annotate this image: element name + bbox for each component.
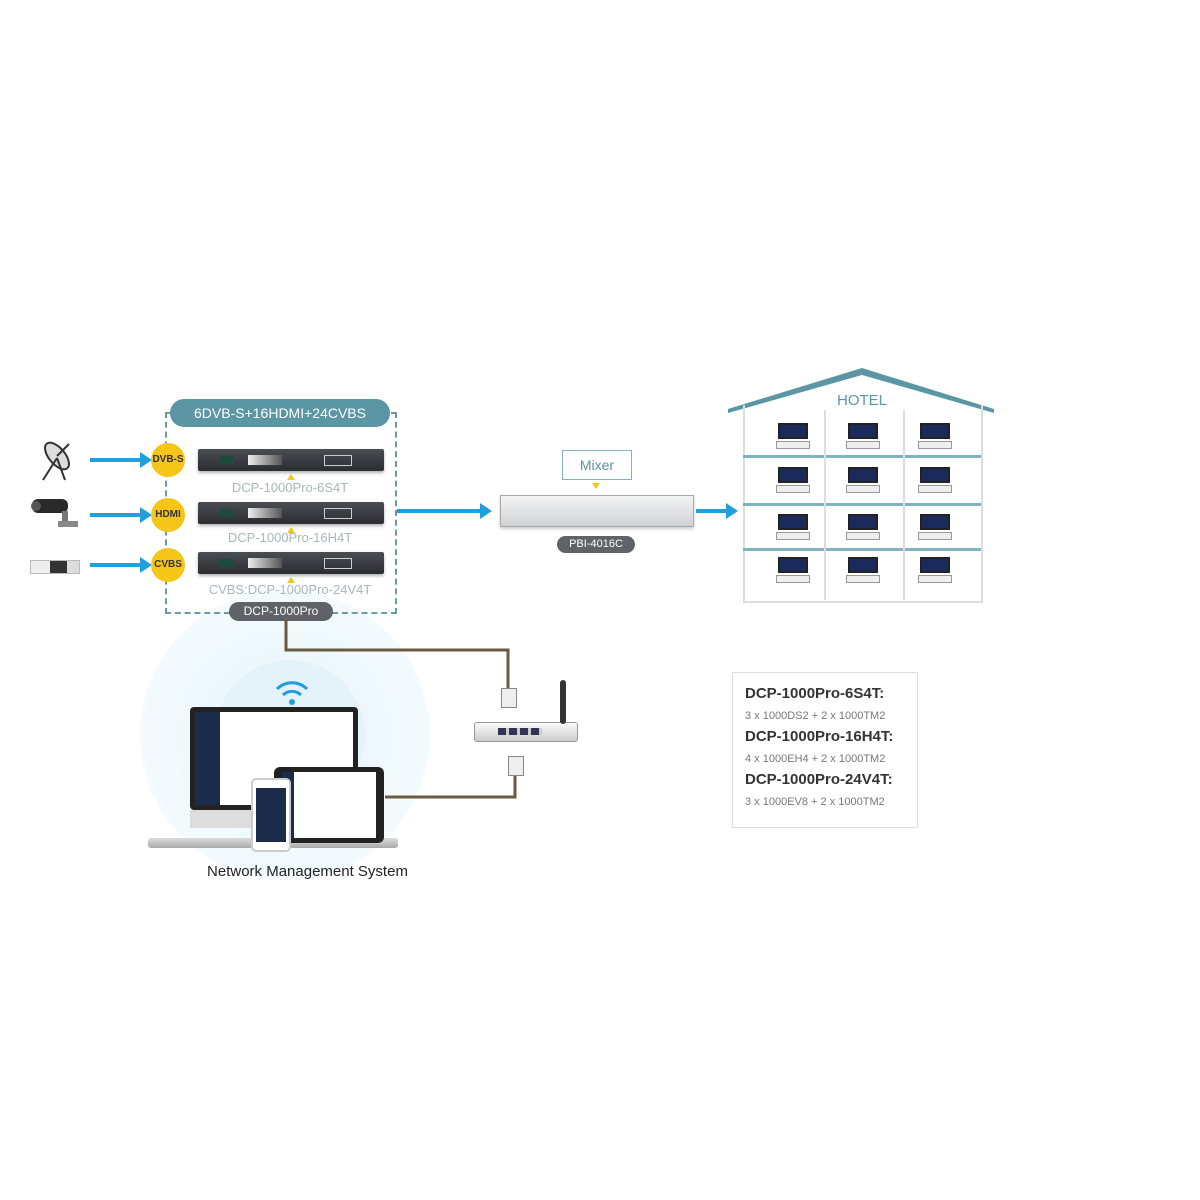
platform-pill: DCP-1000Pro [229,602,333,621]
receiver-box-icon [30,560,80,574]
badge-cvbs: CVBS [151,548,185,582]
hotel-floor-divider [743,503,981,506]
encoder-unit [198,502,384,524]
router-antenna [560,680,566,724]
tv-icon [846,467,880,495]
network-plug-icon [501,688,517,708]
tv-icon [776,467,810,495]
nms-label: Network Management System [207,863,408,880]
indicator-icon [287,527,295,533]
spec-config: 4 x 1000EH4 + 2 x 1000TM2 [745,753,886,765]
tv-icon [918,557,952,585]
tv-icon [776,557,810,585]
device-label: DCP-1000Pro-6S4T [231,480,349,495]
encoder-unit [198,552,384,574]
hotel-floor-divider [743,455,981,458]
tv-icon [918,423,952,451]
spec-config: 3 x 1000EV8 + 2 x 1000TM2 [745,796,885,808]
badge-dvbs: DVB-S [151,443,185,477]
hotel-floor-divider [743,548,981,551]
tv-icon [918,467,952,495]
device-label: CVBS:DCP-1000Pro-24V4T [208,582,372,597]
encoder-unit [198,449,384,471]
spec-box: DCP-1000Pro-6S4T: 3 x 1000DS2 + 2 x 1000… [732,672,918,828]
router-ports [498,728,542,735]
input-arrow [90,452,152,468]
satellite-dish-icon [42,441,70,481]
hotel-room-divider [824,410,826,600]
spec-model: DCP-1000Pro-24V4T: [745,771,893,788]
tablet [274,767,384,843]
tv-icon [846,514,880,542]
hotel-label: HOTEL [836,392,887,409]
tv-icon [846,423,880,451]
mixer-device-pill: PBI-4016C [557,536,635,553]
tv-icon [776,423,810,451]
spec-model: DCP-1000Pro-6S4T: [745,685,885,702]
indicator-icon [287,577,295,583]
tv-icon [846,557,880,585]
indicator-icon [287,474,295,480]
mixer-box: Mixer [562,450,632,480]
input-arrow [90,557,152,573]
output-arrow [696,503,738,519]
tv-icon [776,514,810,542]
wifi-icon [275,681,309,705]
badge-hdmi: HDMI [151,498,185,532]
spec-model: DCP-1000Pro-16H4T: [745,728,894,745]
mixer-unit [500,495,694,527]
device-label: DCP-1000Pro-16H4T [227,530,353,545]
smartphone [251,778,291,852]
spec-config: 3 x 1000DS2 + 2 x 1000TM2 [745,710,886,722]
hotel-room-divider [903,410,905,600]
input-arrow [90,507,152,523]
channel-summary-pill: 6DVB-S+16HDMI+24CVBS [170,399,390,427]
network-plug-icon [508,756,524,776]
output-arrow [397,503,492,519]
cctv-camera-icon [31,499,78,527]
tv-icon [918,514,952,542]
